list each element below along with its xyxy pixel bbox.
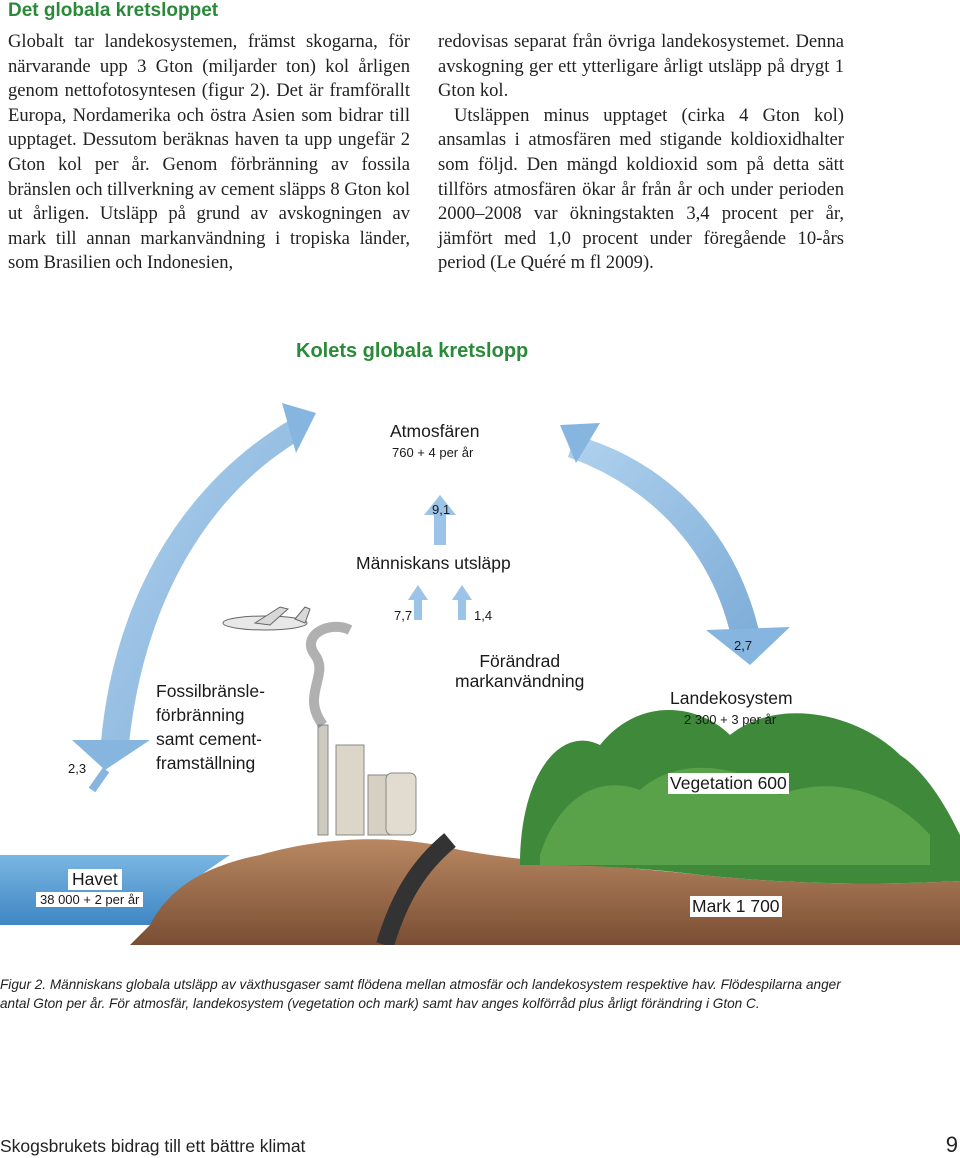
- vegetation-label: Vegetation 600: [668, 773, 789, 794]
- fossil-flow-value: 7,7: [394, 608, 413, 623]
- atmosphere-label: Atmosfären: [390, 421, 480, 441]
- body-column-left: Globalt tar landekosystemen, främst skog…: [8, 30, 410, 276]
- land-flow-value: 2,7: [734, 638, 753, 653]
- fossil-flow-arrow: [408, 585, 428, 620]
- forest-illustration: [520, 710, 960, 884]
- total-emission-value: 9,1: [432, 502, 451, 517]
- page-number: 9: [945, 1132, 958, 1157]
- soil-label: Mark 1 700: [690, 896, 782, 917]
- carbon-cycle-diagram: Atmosfären 760 + 4 per år 9,1 Människans…: [0, 395, 960, 948]
- body-paragraph: Utsläppen minus upptaget (cirka 4 Gton k…: [438, 104, 844, 274]
- carbon-cycle-illustration: [0, 403, 960, 948]
- footer-title: Skogsbrukets bidrag till ett bättre klim…: [0, 1136, 306, 1156]
- landuse-flow-value: 1,4: [474, 608, 493, 623]
- section-heading: Det globala kretsloppet: [8, 0, 219, 21]
- figure-caption: Figur 2. Människans globala utsläpp av v…: [0, 977, 841, 1011]
- sea-area: [0, 855, 230, 925]
- airplane-icon: [222, 606, 311, 631]
- land-ecosystem-label: Landekosystem: [670, 688, 793, 708]
- land-ecosystem-value: 2 300 + 3 per år: [684, 712, 777, 727]
- human-emissions-label: Människans utsläpp: [356, 553, 511, 573]
- soil-area: [130, 839, 960, 945]
- ocean-flow-value: 2,3: [68, 761, 87, 776]
- land-exchange-arrow: [560, 423, 790, 665]
- ocean-label: Havet: [68, 869, 122, 890]
- factory-illustration: [306, 621, 417, 836]
- ocean-value: 38 000 + 2 per år: [36, 892, 144, 907]
- atmosphere-value: 760 + 4 per år: [392, 445, 474, 460]
- fossil-combustion-label: Fossilbränsle- förbränning samt cement- …: [156, 681, 265, 773]
- landuse-flow-arrow: [452, 585, 472, 620]
- road-illustration: [376, 833, 456, 948]
- land-use-change-label: Förändrad markanvändning: [455, 651, 585, 691]
- ocean-exchange-arrow: [72, 403, 316, 793]
- body-paragraph: Globalt tar landekosystemen, främst skog…: [8, 31, 410, 274]
- body-column-right: redovisas separat från övriga landekosys…: [438, 30, 844, 276]
- body-paragraph: redovisas separat från övriga landekosys…: [438, 31, 844, 102]
- human-emission-arrow: [424, 495, 456, 545]
- diagram-title: Kolets globala kretslopp: [296, 340, 529, 362]
